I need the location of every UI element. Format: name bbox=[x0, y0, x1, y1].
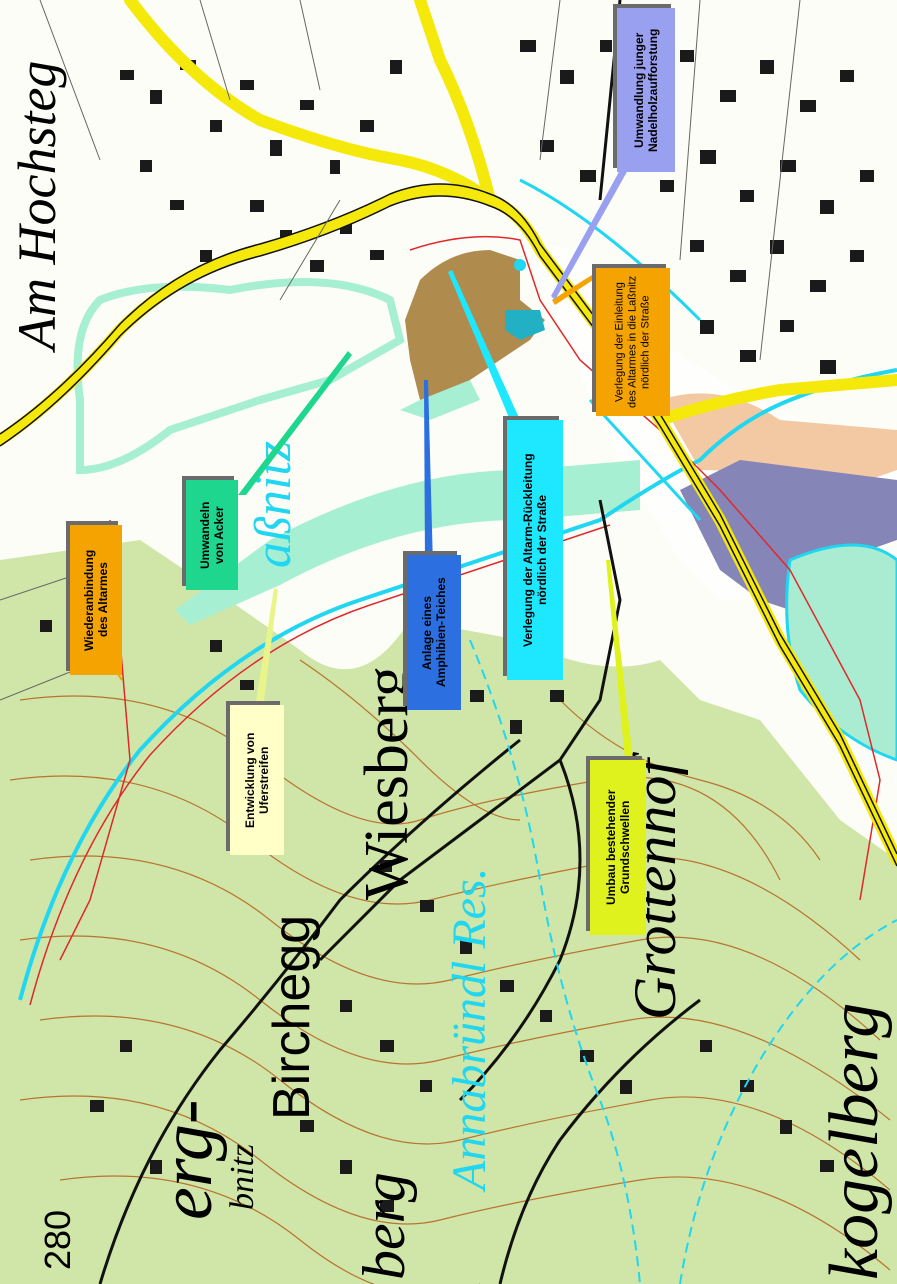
label-bnitz: bnitz bbox=[224, 1143, 261, 1210]
dashed-streams bbox=[469, 639, 897, 1284]
label-berg-bottom: berg bbox=[351, 1172, 417, 1280]
annotation-line: des Altarmes bbox=[96, 562, 110, 638]
annotation-line: Amphibien-Teiches bbox=[434, 577, 448, 688]
annotation-anlage: Anlage eines Amphibien-Teiches bbox=[407, 555, 461, 710]
annotation-line: Grundschwellen bbox=[618, 800, 632, 895]
annotation-line: Verlegung der Altarm-Rückleitung bbox=[521, 453, 535, 647]
annotation-verlegung-rueck: Verlegung der Altarm-Rückleitung nördlic… bbox=[507, 420, 563, 680]
main-roads bbox=[0, 0, 897, 866]
annotation-nadelholz: Umwandlung junger Nadelholzaufforstung bbox=[617, 8, 675, 172]
forest-area bbox=[0, 540, 897, 1284]
annotation-line: Verlegung der Einleitung bbox=[613, 282, 626, 402]
annotation-line: des Altarmes in die Laßnitz bbox=[626, 275, 639, 409]
boundary-line bbox=[29, 524, 611, 1006]
label-lassnitz: aßnitz bbox=[245, 440, 302, 568]
label-annabrundl: Annabründl Res. bbox=[443, 867, 496, 1190]
annotation-line: Umwandlung junger bbox=[632, 32, 646, 148]
label-erg: erg- bbox=[146, 1099, 228, 1220]
annotation-line: Nadelholzaufforstung bbox=[646, 28, 660, 152]
annotation-line: nördlich der Straße bbox=[535, 494, 549, 606]
annotation-verlegung-einleitung: Verlegung der Einleitung des Altarmes in… bbox=[596, 268, 670, 416]
annotation-line: nördlich der Straße bbox=[639, 295, 652, 389]
annotation-entwicklung: Entwicklung von Uferstreifen bbox=[230, 705, 284, 855]
annotation-line: Umwandeln bbox=[198, 501, 212, 569]
annotation-line: Entwicklung von bbox=[243, 732, 257, 828]
boundary-line-2 bbox=[409, 235, 881, 901]
orange-zone bbox=[660, 393, 897, 490]
annotation-line: Uferstreifen bbox=[257, 746, 271, 814]
annotation-line: Wiederanbindung bbox=[82, 549, 96, 651]
creek bbox=[588, 398, 702, 522]
annotation-umwandeln: Umwandeln von Acker bbox=[186, 480, 238, 590]
annotation-line: Anlage eines bbox=[420, 595, 434, 670]
annotation-wiederanbindung: Wiederanbindung des Altarmes bbox=[70, 525, 122, 675]
label-birchegg: Birchegg bbox=[263, 914, 321, 1120]
annotation-umbau: Umbau bestehender Grundschwellen bbox=[590, 760, 646, 935]
pond-water bbox=[514, 259, 526, 271]
old-river-arm bbox=[73, 278, 405, 475]
label-kogelberg: kogelberg bbox=[816, 1002, 893, 1280]
label-am-hochsteg: Am Hochsteg bbox=[7, 60, 67, 350]
industrial-area bbox=[680, 460, 897, 620]
river-lassnitz bbox=[18, 368, 897, 1001]
annotation-line: von Acker bbox=[212, 506, 226, 564]
label-elevation: 280 bbox=[37, 1209, 78, 1270]
annotation-line: Umbau bestehender bbox=[604, 789, 618, 906]
